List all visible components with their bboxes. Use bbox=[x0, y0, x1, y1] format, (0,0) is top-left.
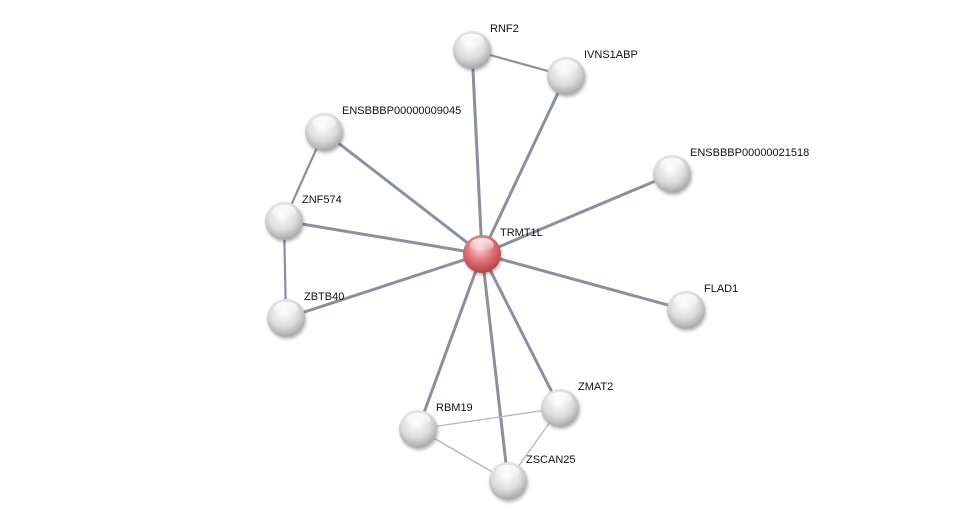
node-znf574[interactable]: ZNF574 bbox=[265, 194, 342, 240]
node-ivns1abp[interactable]: IVNS1ABP bbox=[547, 49, 638, 95]
node-label: FLAD1 bbox=[704, 283, 738, 295]
edge-trmt1l-zbtb40[interactable] bbox=[285, 252, 483, 320]
node-zbtb40[interactable]: ZBTB40 bbox=[267, 291, 344, 337]
node-highlight bbox=[272, 205, 296, 219]
node-rbm19[interactable]: RBM19 bbox=[399, 402, 473, 448]
node-highlight bbox=[660, 158, 684, 172]
node-label: RNF2 bbox=[490, 23, 519, 35]
edge-trmt1l-zscan25[interactable] bbox=[480, 253, 510, 482]
edge-trmt1l-znf574[interactable] bbox=[283, 219, 483, 256]
node-highlight bbox=[548, 392, 572, 406]
node-highlight bbox=[460, 34, 484, 48]
edge-trmt1l-flad1[interactable] bbox=[481, 252, 687, 312]
node-label: ZBTB40 bbox=[304, 291, 344, 303]
node-label: ZMAT2 bbox=[578, 381, 613, 393]
node-label: ZSCAN25 bbox=[526, 454, 576, 466]
edge-rbm19-zmat2[interactable] bbox=[417, 407, 561, 430]
node-flad1[interactable]: FLAD1 bbox=[667, 283, 738, 329]
edge-trmt1l-ensbbbp00000021518[interactable] bbox=[481, 172, 673, 256]
node-trmt1l[interactable]: TRMT1L bbox=[463, 227, 543, 273]
node-highlight bbox=[674, 294, 698, 308]
node-zmat2[interactable]: ZMAT2 bbox=[541, 381, 613, 427]
node-label: ENSBBBP00000009045 bbox=[342, 105, 461, 117]
node-zscan25[interactable]: ZSCAN25 bbox=[489, 454, 576, 500]
node-rnf2[interactable]: RNF2 bbox=[453, 23, 519, 69]
edge-trmt1l-zmat2[interactable] bbox=[480, 253, 562, 409]
edge-trmt1l-rbm19[interactable] bbox=[416, 253, 484, 430]
node-label: ENSBBBP00000021518 bbox=[690, 147, 809, 159]
node-highlight bbox=[274, 302, 298, 316]
node-label: RBM19 bbox=[436, 402, 473, 414]
node-ensbbbp00000009045[interactable]: ENSBBBP00000009045 bbox=[305, 105, 461, 151]
node-highlight bbox=[406, 413, 430, 427]
node-highlight bbox=[312, 116, 336, 130]
edge-trmt1l-ivns1abp[interactable] bbox=[480, 75, 568, 255]
node-label: IVNS1ABP bbox=[584, 49, 638, 61]
node-highlight bbox=[496, 465, 520, 479]
node-label: ZNF574 bbox=[302, 194, 342, 206]
edge-trmt1l-rnf2[interactable] bbox=[470, 49, 484, 255]
node-ensbbbp00000021518[interactable]: ENSBBBP00000021518 bbox=[653, 147, 809, 193]
node-highlight bbox=[470, 238, 494, 252]
edge-trmt1l-ensbbbp00000009045[interactable] bbox=[323, 130, 483, 256]
node-label: TRMT1L bbox=[500, 227, 543, 239]
node-highlight bbox=[554, 60, 578, 74]
